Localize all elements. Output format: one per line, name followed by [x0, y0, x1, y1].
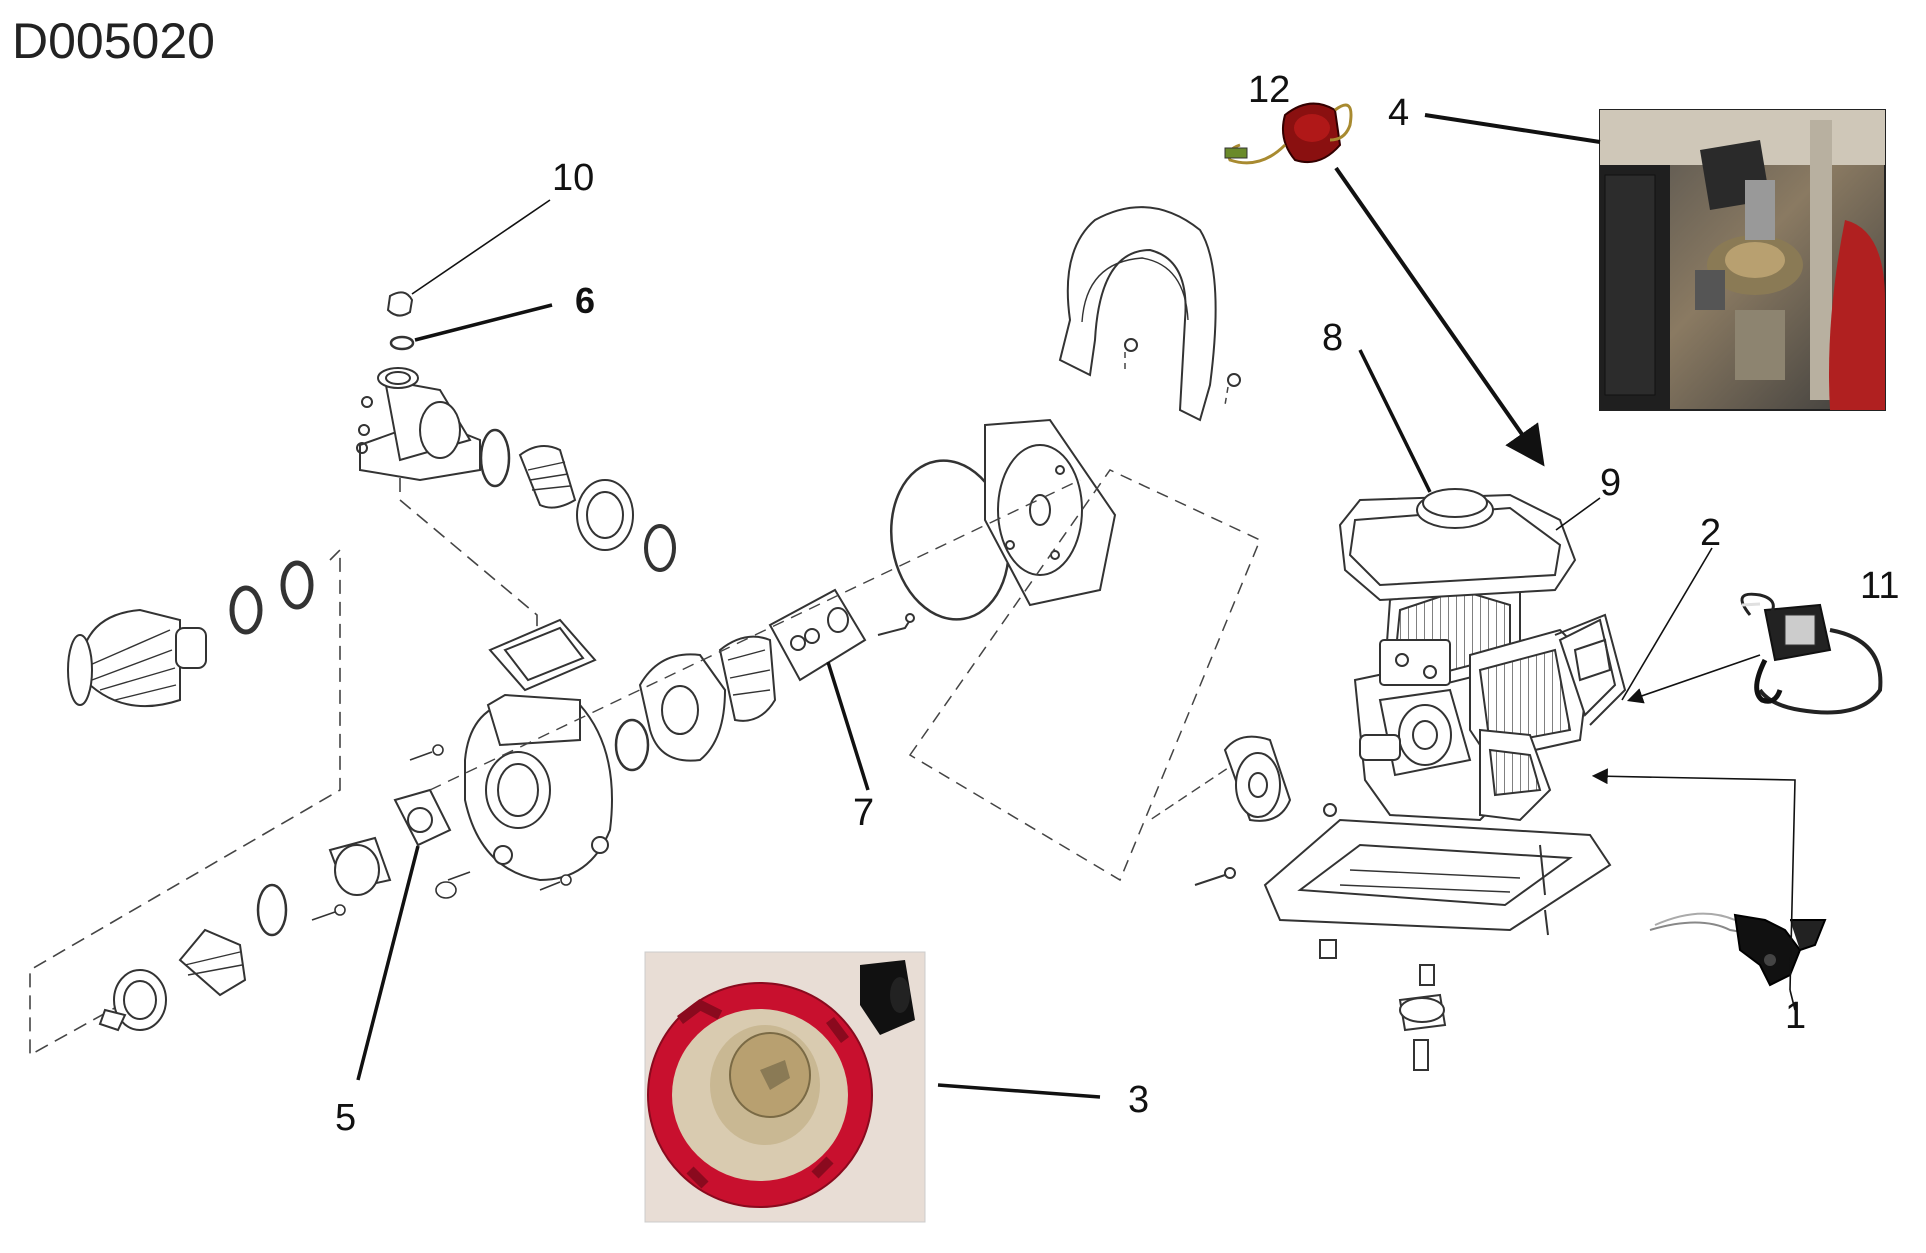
callout-7: 7 [853, 792, 874, 834]
volute-cover [984, 418, 1117, 607]
impeller-group [614, 635, 777, 772]
seal-kit-box [768, 588, 867, 682]
suction-fittings [98, 788, 452, 1032]
bolt-dash [1149, 759, 1241, 821]
discharge-elbow [356, 367, 676, 572]
carburetor-photo [1599, 109, 1886, 411]
engine-assembly [1194, 488, 1627, 1071]
ignition-coil-part [1740, 592, 1883, 715]
drive-flange [1194, 735, 1337, 886]
pump-assembly [29, 206, 1261, 1057]
callout-labels: 1 2 3 4 5 6 7 8 9 10 11 12 [335, 69, 1899, 1139]
fuel-tank [1338, 488, 1577, 602]
callout-5: 5 [335, 1097, 356, 1139]
callout-12: 12 [1248, 69, 1290, 111]
shaft-bolt [877, 613, 915, 636]
side-panel [1379, 639, 1451, 686]
callout-10: 10 [552, 157, 594, 199]
callout-11: 11 [1860, 565, 1899, 607]
casing-bolts [311, 744, 572, 921]
assembly-dash-elbow [399, 478, 538, 640]
callout-9: 9 [1600, 462, 1621, 504]
callout-8: 8 [1322, 317, 1343, 359]
pump-casing [464, 693, 613, 882]
leader-lines [356, 113, 1796, 1099]
lifting-handle [1058, 206, 1241, 422]
axis-dash [429, 479, 1081, 791]
stop-switch-part [1224, 102, 1353, 165]
fan-shroud [1469, 613, 1627, 762]
callout-3: 3 [1128, 1079, 1149, 1121]
clamp-rings [229, 560, 314, 635]
base-frame [1263, 818, 1612, 1071]
square-gasket [488, 618, 597, 692]
callout-1: 1 [1785, 995, 1806, 1037]
frame-dash [908, 469, 1261, 882]
lower-block [1479, 728, 1552, 822]
callout-2: 2 [1700, 512, 1721, 554]
callout-4: 4 [1388, 92, 1409, 134]
recoil-starter-photo [644, 951, 926, 1223]
fill-plug [386, 291, 415, 351]
throttle-bracket-part [1649, 912, 1827, 987]
document-id: D005020 [12, 13, 215, 69]
assembly-dash-left [29, 548, 341, 1057]
callout-6: 6 [575, 280, 595, 321]
strainer-part [67, 608, 207, 708]
